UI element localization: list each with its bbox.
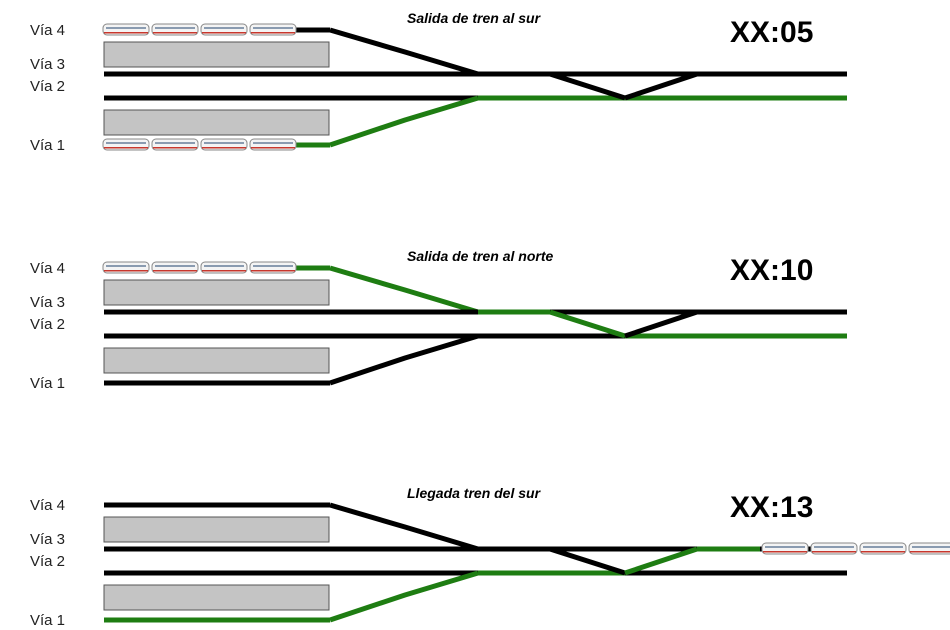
train-windows (106, 27, 146, 29)
train-stripe (202, 270, 246, 272)
track-label-via-2: Vía 2 (30, 553, 65, 570)
train-windows (253, 27, 293, 29)
track-label-via-3: Vía 3 (30, 56, 65, 73)
train-windows (106, 142, 146, 144)
crossover-a (549, 546, 626, 576)
track-label-via-3: Vía 3 (30, 294, 65, 311)
train (102, 138, 297, 151)
platform (103, 347, 330, 374)
train-stripe (153, 270, 197, 272)
platform (103, 41, 330, 68)
crossover-b (624, 546, 698, 576)
train-stripe (251, 147, 295, 149)
platform (103, 109, 330, 136)
train-stripe (763, 551, 807, 553)
train-stripe (910, 551, 950, 553)
panel-salida-norte: Vía 4 Vía 3 Vía 2 Vía 1 Salida de tren a… (30, 248, 847, 392)
train-stripe (812, 551, 856, 553)
train-windows (814, 546, 854, 548)
train-stripe (104, 32, 148, 34)
train-windows (155, 142, 195, 144)
switch-via-1 (329, 95, 479, 148)
train-windows (204, 27, 244, 29)
train-stripe (251, 270, 295, 272)
crossover-a (549, 71, 626, 101)
train-stripe (104, 270, 148, 272)
panel-caption: Llegada tren del sur (407, 485, 542, 501)
switch-via-1 (329, 333, 479, 386)
train-windows (863, 546, 903, 548)
train (102, 23, 297, 36)
track-label-via-1: Vía 1 (30, 375, 65, 392)
platform (103, 279, 330, 306)
panel-time: XX:10 (730, 254, 813, 287)
track-label-via-1: Vía 1 (30, 137, 65, 154)
panel-salida-sur: Vía 4 Vía 3 Vía 2 Vía 1 Salida de tren a… (30, 10, 847, 154)
platform (103, 516, 330, 543)
train-windows (204, 265, 244, 267)
panel-caption: Salida de tren al norte (407, 248, 553, 264)
track-label-via-2: Vía 2 (30, 78, 65, 95)
track-label-via-4: Vía 4 (30, 497, 65, 514)
track-label-via-4: Vía 4 (30, 22, 65, 39)
train-windows (155, 265, 195, 267)
track-label-via-1: Vía 1 (30, 612, 65, 629)
panel-caption: Salida de tren al sur (407, 10, 542, 26)
train-stripe (104, 147, 148, 149)
train-stripe (202, 147, 246, 149)
track-label-via-4: Vía 4 (30, 260, 65, 277)
panel-time: XX:13 (730, 491, 813, 524)
train-windows (155, 27, 195, 29)
switch-via-4 (329, 27, 479, 77)
train-stripe (251, 32, 295, 34)
train (102, 261, 297, 274)
train-windows (253, 142, 293, 144)
track-label-via-2: Vía 2 (30, 316, 65, 333)
train-windows (253, 265, 293, 267)
switch-via-4 (329, 502, 479, 552)
train-windows (765, 546, 805, 548)
platform (103, 584, 330, 611)
train-windows (912, 546, 950, 548)
train-stripe (153, 147, 197, 149)
train (761, 542, 950, 555)
train-windows (106, 265, 146, 267)
train-windows (204, 142, 244, 144)
panel-time: XX:05 (730, 16, 813, 49)
panel-llegada-sur: Vía 4 Vía 3 Vía 2 Vía 1 Llegada tren del… (30, 485, 950, 629)
switch-via-1 (329, 570, 479, 623)
train-stripe (153, 32, 197, 34)
crossover-a (549, 309, 626, 339)
train-stripe (861, 551, 905, 553)
train-stripe (202, 32, 246, 34)
crossover-b (624, 71, 698, 101)
switch-via-4 (329, 265, 479, 315)
crossover-b (624, 309, 698, 339)
track-label-via-3: Vía 3 (30, 531, 65, 548)
